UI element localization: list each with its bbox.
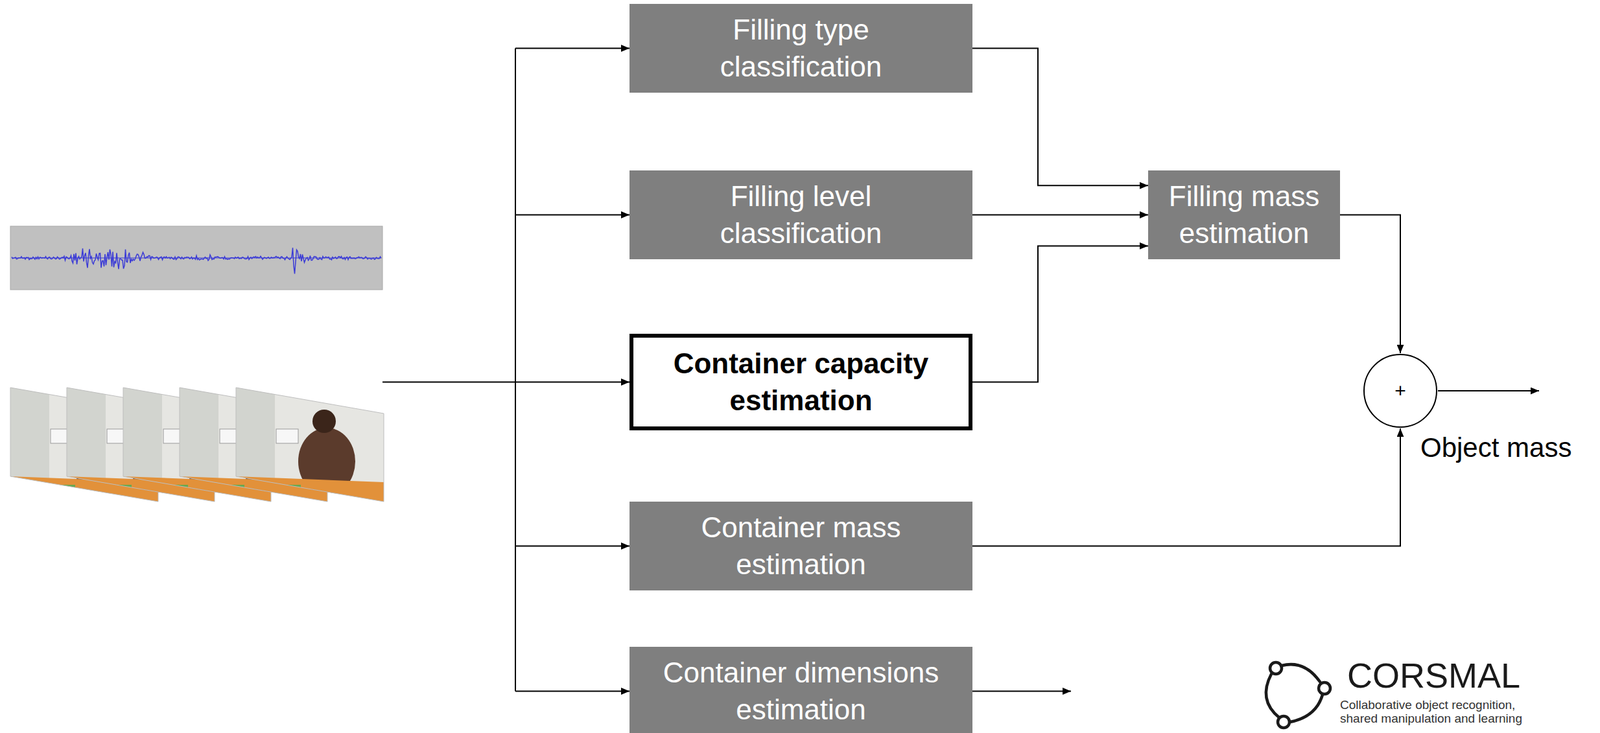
logo-tagline: Collaborative object recognition, shared… bbox=[1340, 698, 1535, 727]
waveform-baseline bbox=[11, 258, 382, 259]
process-box: Container dimensions estimation bbox=[629, 647, 973, 733]
logo-wordmark: CORSMAL bbox=[1347, 654, 1521, 697]
input-trunk bbox=[514, 48, 517, 692]
frame-wall bbox=[235, 387, 275, 505]
mass-output bbox=[1437, 390, 1540, 392]
frame-wall bbox=[10, 387, 50, 505]
connector-arrow bbox=[972, 48, 1149, 187]
input-illustration bbox=[10, 226, 384, 505]
logo-dot bbox=[1270, 662, 1282, 675]
connector-arrow bbox=[972, 245, 1149, 382]
node-text: Container dimensions estimation bbox=[645, 654, 957, 729]
connector-arrow bbox=[1340, 215, 1401, 354]
frame-wall bbox=[179, 387, 219, 505]
connector-arrow bbox=[972, 214, 1149, 216]
process-box: Filling type classification bbox=[629, 3, 973, 93]
table-mat bbox=[92, 484, 132, 493]
input-branch bbox=[515, 545, 630, 548]
logo-arc bbox=[1290, 694, 1323, 723]
connector-arrow bbox=[972, 428, 1401, 547]
input-line bbox=[382, 381, 630, 384]
node-text: Filling type classification bbox=[658, 11, 944, 85]
input-branch bbox=[515, 691, 630, 693]
process-box: Container mass estimation bbox=[629, 501, 973, 591]
highlighted-process-box: Container capacity estimation bbox=[629, 333, 973, 431]
audio-waveform bbox=[11, 247, 382, 274]
connector-layer bbox=[972, 48, 1401, 547]
table-mat bbox=[205, 484, 245, 493]
circle-shape bbox=[1364, 354, 1437, 428]
logo-dot bbox=[1277, 716, 1290, 729]
node-text: Container capacity estimation bbox=[645, 345, 957, 419]
input-branch bbox=[515, 47, 630, 50]
output-label: Object mass bbox=[1420, 431, 1572, 465]
dimensions-output bbox=[972, 691, 1071, 693]
node-text: Filling mass estimation bbox=[1159, 178, 1329, 252]
layout-lines bbox=[382, 48, 1540, 692]
table-mat bbox=[36, 484, 76, 493]
node-text: Filling level classification bbox=[658, 178, 944, 252]
waveform-trace bbox=[11, 247, 382, 274]
held-container bbox=[276, 429, 299, 444]
frame-border bbox=[235, 387, 384, 502]
process-box: Filling mass estimation bbox=[1148, 170, 1341, 260]
node-text: + bbox=[1374, 381, 1427, 401]
video-frame bbox=[235, 387, 384, 505]
process-box: Filling level classification bbox=[629, 170, 973, 260]
logo-arc bbox=[1281, 664, 1320, 683]
frame-wall bbox=[66, 387, 106, 505]
table-mat bbox=[261, 484, 301, 493]
table-mat bbox=[149, 484, 189, 493]
logo-dot bbox=[1318, 682, 1331, 695]
video-frames bbox=[10, 387, 384, 505]
sum-circle: + bbox=[1362, 353, 1438, 429]
logo-arc bbox=[1266, 674, 1280, 718]
input-branch bbox=[515, 214, 630, 216]
logo-icon bbox=[1266, 662, 1331, 729]
node-text: Container mass estimation bbox=[645, 509, 957, 583]
frame-wall bbox=[123, 387, 163, 505]
person-head bbox=[312, 409, 336, 434]
waveform-panel bbox=[10, 226, 383, 290]
